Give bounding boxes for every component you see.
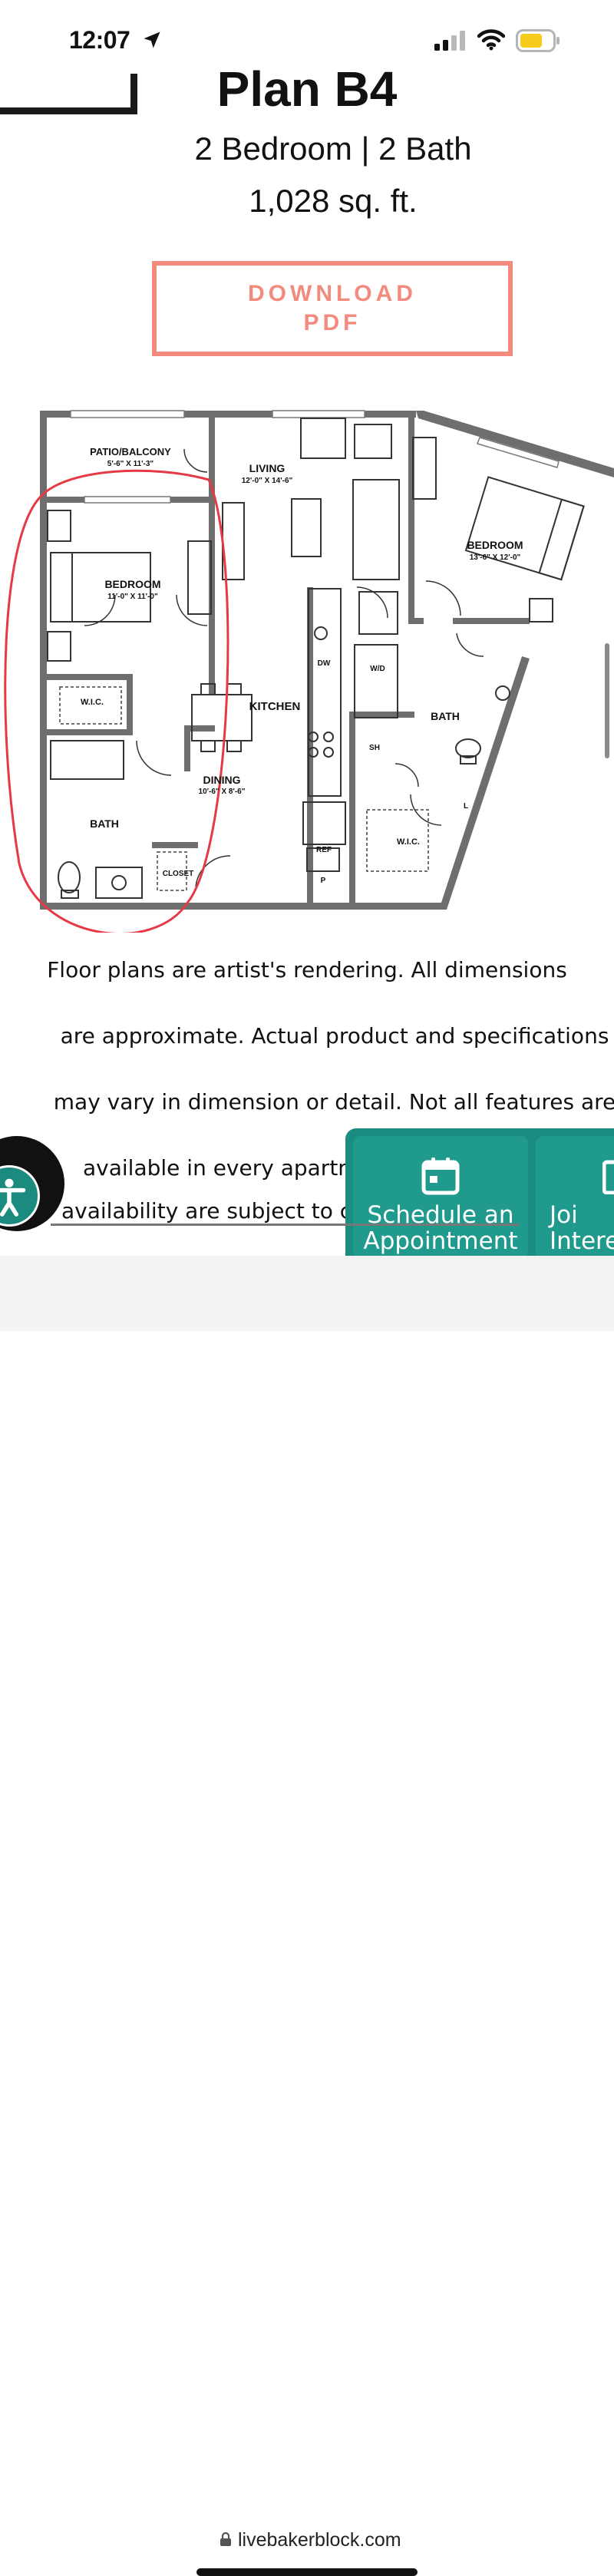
floor-plan-image[interactable]: PATIO/BALCONY 5'-6" X 11'-3" LIVING 12'-… xyxy=(0,403,614,933)
signal-icon xyxy=(434,31,465,51)
label-shower: SH xyxy=(369,744,380,752)
browser-address-bar[interactable]: livebakerblock.com xyxy=(0,1256,614,2576)
bed-bath-count: 2 Bedroom | 2 Bath xyxy=(194,130,472,167)
horizontal-scrollbar[interactable] xyxy=(51,1224,519,1226)
disclaimer-line-2: are approximate. Actual product and spec… xyxy=(60,1023,609,1049)
battery-icon xyxy=(516,29,560,52)
label-dishwasher: DW xyxy=(318,659,331,668)
wifi-icon xyxy=(477,29,505,51)
disclaimer-line-4: available in every apartm xyxy=(83,1155,359,1181)
label-dining-dim: 10'-6" X 8'-6" xyxy=(199,788,246,796)
label-bedroom-2: BEDROOM xyxy=(467,539,523,551)
lock-icon xyxy=(220,2531,231,2546)
vertical-scroll-indicator[interactable] xyxy=(605,643,609,758)
list-icon xyxy=(602,1160,614,1194)
join-label-line1: Joi xyxy=(550,1201,578,1229)
home-indicator[interactable] xyxy=(196,2568,418,2576)
square-footage: 1,028 sq. ft. xyxy=(249,183,418,219)
disclaimer-line-5: availability are subject to c xyxy=(61,1198,352,1224)
label-wic-1: W.I.C. xyxy=(81,698,104,707)
label-dining: DINING xyxy=(203,774,241,786)
label-refrigerator: REF xyxy=(316,846,332,854)
download-pdf-label: DOWNLOAD PDF xyxy=(248,279,417,338)
label-living: LIVING xyxy=(249,462,286,474)
logo-frame-corner xyxy=(0,74,137,114)
label-washer-dryer: W/D xyxy=(370,665,385,673)
join-interest-list-button[interactable] xyxy=(536,1136,614,1259)
label-closet: CLOSET xyxy=(163,870,194,878)
schedule-appointment-label: Schedule an Appointment xyxy=(353,1202,528,1254)
join-label-line2: Intere xyxy=(550,1227,614,1255)
label-patio-dim: 5'-6" X 11'-3" xyxy=(107,460,154,468)
download-label-line1: DOWNLOAD xyxy=(248,281,417,306)
download-pdf-button[interactable]: DOWNLOAD PDF xyxy=(152,261,513,356)
page-title: Plan B4 xyxy=(216,61,398,109)
accessibility-icon xyxy=(0,1165,40,1227)
red-highlight-outline xyxy=(4,469,229,933)
label-bedroom-1-dim: 11'-0" X 11'-0" xyxy=(107,593,158,601)
status-bar: 12:07 xyxy=(0,0,614,77)
location-arrow-icon xyxy=(144,31,160,48)
calendar-icon xyxy=(421,1158,460,1195)
label-pantry: P xyxy=(321,877,326,885)
join-interest-label: Joi Intere xyxy=(550,1202,614,1254)
disclaimer-line-3: may vary in dimension or detail. Not all… xyxy=(53,1089,614,1115)
schedule-label-line2: Appointment xyxy=(363,1227,518,1255)
label-wic-2: W.I.C. xyxy=(397,837,420,847)
label-bath-1: BATH xyxy=(90,817,119,830)
label-bedroom-2-dim: 13'-6" X 12'-0" xyxy=(470,553,521,562)
label-patio: PATIO/BALCONY xyxy=(90,446,171,457)
label-bedroom-1: BEDROOM xyxy=(104,578,160,590)
label-kitchen: KITCHEN xyxy=(249,700,301,713)
status-time: 12:07 xyxy=(69,26,130,54)
label-bath-2: BATH xyxy=(431,710,460,722)
label-linen: L xyxy=(464,802,468,811)
schedule-appointment-button[interactable] xyxy=(353,1136,528,1259)
label-living-dim: 12'-0" X 14'-6" xyxy=(242,477,293,485)
download-label-line2: PDF xyxy=(303,310,361,335)
url-text: livebakerblock.com xyxy=(238,2529,401,2551)
disclaimer-line-1: Floor plans are artist's rendering. All … xyxy=(47,957,567,983)
